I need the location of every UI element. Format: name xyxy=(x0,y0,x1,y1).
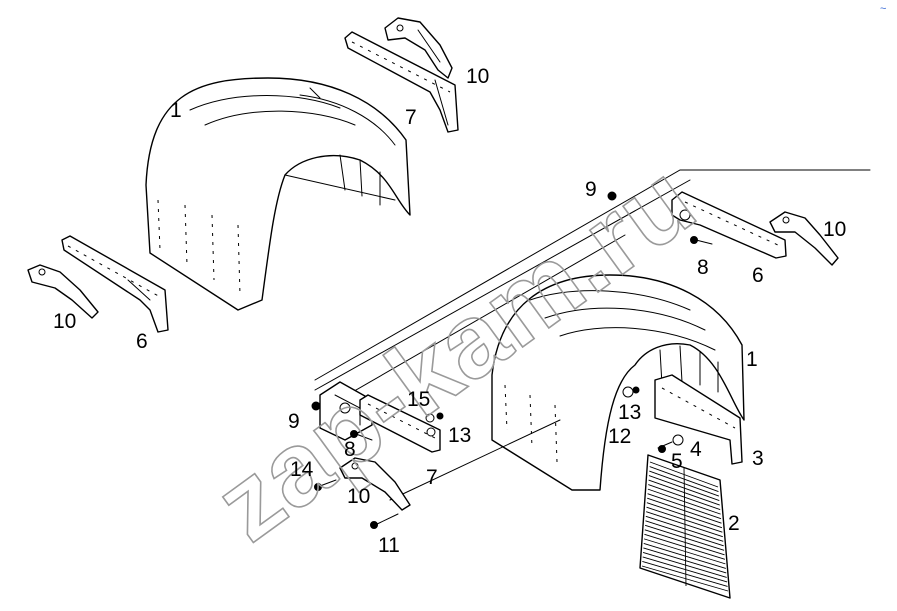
label-part-10-lower: 10 xyxy=(347,485,370,508)
washer-4 xyxy=(672,434,684,446)
label-part-15: 15 xyxy=(407,388,430,411)
mudflap-slat xyxy=(642,561,728,587)
fender-right xyxy=(491,274,745,491)
bracket-10-right xyxy=(769,211,839,266)
mudflap-slat xyxy=(642,552,727,578)
washer-15 xyxy=(425,413,435,423)
mudflap-divider xyxy=(683,467,687,587)
label-part-8-right: 8 xyxy=(697,256,709,279)
corner-mark: ~ xyxy=(880,3,886,15)
label-part-6-left: 6 xyxy=(136,330,148,353)
stay-7-top xyxy=(344,31,459,133)
bolt-8-lower xyxy=(355,433,373,441)
label-part-13-lower: 13 xyxy=(448,424,471,447)
mudflap-slat xyxy=(643,547,727,574)
callout-labels: 1 1 2 3 4 5 6 6 7 7 8 8 9 9 10 10 10 10 … xyxy=(53,65,846,557)
label-part-6-right: 6 xyxy=(752,264,764,287)
bracket-10-lower xyxy=(339,457,411,511)
label-part-7-lower: 7 xyxy=(426,466,438,489)
label-part-14: 14 xyxy=(290,458,314,481)
mount-lower-left xyxy=(319,381,373,441)
label-part-3: 3 xyxy=(752,447,764,470)
mudflap-slat xyxy=(643,542,726,569)
bolt-14 xyxy=(319,479,337,487)
nut-13-lower xyxy=(426,427,436,437)
nut-9-upper xyxy=(607,191,617,201)
label-part-13-upper: 13 xyxy=(618,401,641,424)
bracket-10-top xyxy=(384,17,453,79)
nut-13-upper xyxy=(622,386,634,398)
bracket-10-left xyxy=(27,264,99,319)
mudflap-slat xyxy=(645,515,724,542)
guard-panel-3 xyxy=(654,374,743,465)
label-part-7-top: 7 xyxy=(405,106,417,129)
mudflap-slat xyxy=(644,533,726,560)
nut-9-lower xyxy=(311,401,321,411)
label-part-1-right: 1 xyxy=(746,348,758,371)
stay-6-right xyxy=(671,191,787,259)
stay-7-lower xyxy=(359,394,441,453)
mudflap-slat xyxy=(644,529,725,556)
mudflap-slat xyxy=(641,565,729,592)
label-part-12: 12 xyxy=(608,425,631,448)
label-part-1-left: 1 xyxy=(170,99,182,122)
label-part-5: 5 xyxy=(671,450,683,473)
mudflap-slat xyxy=(645,520,724,547)
label-part-10-left: 10 xyxy=(53,310,76,333)
mudflap-slat xyxy=(642,556,728,583)
bolt-11 xyxy=(374,513,399,526)
mudflap-slat xyxy=(644,524,725,551)
label-part-10-right: 10 xyxy=(823,218,846,241)
label-part-11: 11 xyxy=(378,534,400,557)
bolt-8-right xyxy=(695,239,713,245)
label-part-10-top: 10 xyxy=(466,65,489,88)
fasteners xyxy=(311,191,713,529)
label-part-9-lower: 9 xyxy=(288,410,300,433)
label-part-8-lower: 8 xyxy=(344,438,356,461)
mudflap-slat xyxy=(643,538,726,565)
label-part-4: 4 xyxy=(690,438,702,461)
frame-rails xyxy=(314,169,871,501)
mudflap-2 xyxy=(639,454,731,599)
fender-left xyxy=(145,77,411,311)
stay-6-left xyxy=(61,235,169,333)
label-part-2: 2 xyxy=(728,512,740,535)
label-part-9-upper: 9 xyxy=(585,178,597,201)
mudflap-slat xyxy=(646,511,723,538)
